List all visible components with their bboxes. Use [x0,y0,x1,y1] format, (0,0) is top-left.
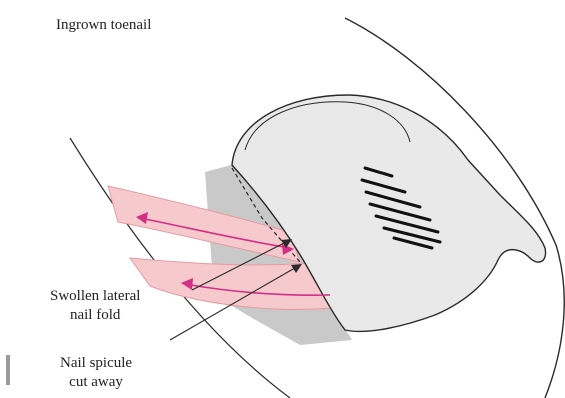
spicule-label: Nail spicule cut away [60,354,132,392]
swollen-fold-label-line2: nail fold [50,306,140,325]
spicule-label-line2: cut away [60,373,132,392]
swollen-fold-label-line1: Swollen lateral [50,287,140,306]
swollen-fold-label: Swollen lateral nail fold [50,287,140,325]
spicule-label-line1: Nail spicule [60,354,132,373]
diagram-title: Ingrown toenail [56,16,151,35]
swollen-fold-lower [130,258,332,309]
scale-marker-icon [6,355,10,385]
